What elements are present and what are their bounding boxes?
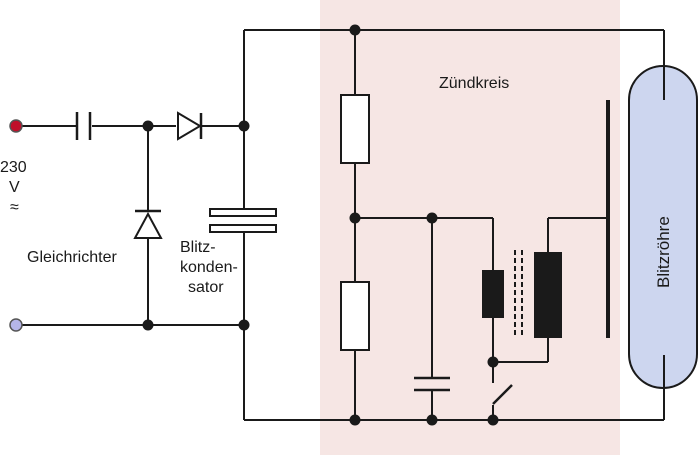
secondary-coil [534,252,562,338]
input-terminal-top [9,119,23,133]
rectifier-diode [133,209,163,239]
trigger-capacitor [414,376,450,392]
capacitor-label-line1: Blitz- [180,239,216,256]
trigger-circuit-zone [320,0,620,455]
ignition-transformer [482,250,562,338]
junction-nodes [142,24,499,426]
capacitor-label-line2: konden- [180,259,238,276]
series-diode [177,111,203,141]
flash-tube-label: Blitzröhre [654,216,673,288]
primary-coil [482,270,504,318]
resistor-bottom [340,281,370,351]
voltage-value-label: 230 [0,159,27,176]
capacitor-label-line3: sator [188,279,224,296]
ac-symbol-label: ≈ [10,199,19,216]
resistor-top [340,94,370,164]
coupling-capacitor [75,112,92,140]
rectifier-label: Gleichrichter [27,249,117,266]
flash-tube [628,65,698,389]
trigger-circuit-label: Zündkreis [439,75,509,92]
flash-capacitor [209,208,277,233]
trigger-switch [492,384,513,405]
voltage-unit-label: V [9,179,20,196]
input-terminal-bottom [9,318,23,332]
